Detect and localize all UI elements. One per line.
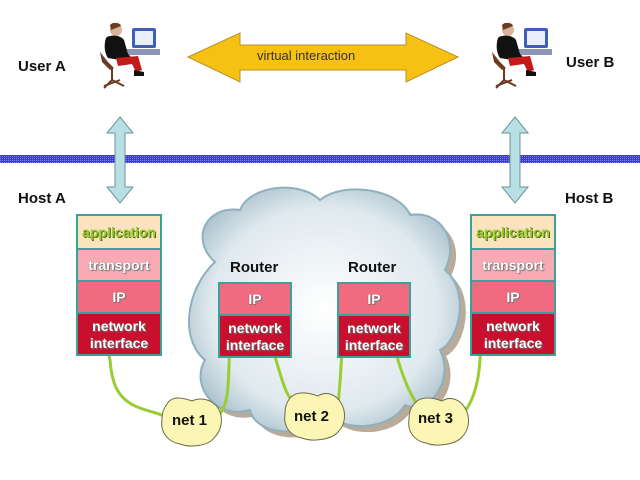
router-2-ip-layer: IP xyxy=(339,284,409,316)
net-3-label: net 3 xyxy=(418,410,454,427)
user-b-figure-icon xyxy=(492,22,552,89)
router-1-ip-layer: IP xyxy=(220,284,290,316)
net-2-label: net 2 xyxy=(294,408,330,425)
host-a-protocol-stack: application transport IP network interfa… xyxy=(76,214,162,356)
net-1-blob xyxy=(161,397,222,447)
user-host-boundary-line xyxy=(0,155,640,163)
virtual-interaction-arrow xyxy=(186,32,460,83)
user-host-arrow-a xyxy=(105,116,135,204)
host-a-transport-layer: transport xyxy=(78,250,160,282)
router-2-network-interface-layer: network interface xyxy=(339,316,409,356)
user-a-figure-icon xyxy=(100,22,160,89)
host-b-label: Host B xyxy=(565,190,614,207)
net-2-blob xyxy=(284,392,346,441)
user-host-arrow-b xyxy=(500,116,530,204)
router-1-label: Router xyxy=(230,259,279,276)
router-1-network-interface-layer: network interface xyxy=(220,316,290,356)
host-b-network-interface-layer: network interface xyxy=(472,314,554,354)
host-b-transport-layer: transport xyxy=(472,250,554,282)
host-b-application-layer: application xyxy=(472,216,554,250)
net-3-blob xyxy=(408,397,470,446)
virtual-interaction-label: virtual interaction xyxy=(257,48,356,63)
host-a-label: Host A xyxy=(18,190,66,207)
host-a-network-interface-layer: network interface xyxy=(78,314,160,354)
net-1-label: net 1 xyxy=(172,412,208,429)
router-2-label: Router xyxy=(348,259,397,276)
host-a-ip-layer: IP xyxy=(78,282,160,314)
host-b-protocol-stack: application transport IP network interfa… xyxy=(470,214,556,356)
host-b-ip-layer: IP xyxy=(472,282,554,314)
user-a-label: User A xyxy=(18,58,66,75)
router-1-protocol-stack: IP network interface xyxy=(218,282,292,358)
router-2-protocol-stack: IP network interface xyxy=(337,282,411,358)
host-a-application-layer: application xyxy=(78,216,160,250)
user-b-label: User B xyxy=(566,54,615,71)
